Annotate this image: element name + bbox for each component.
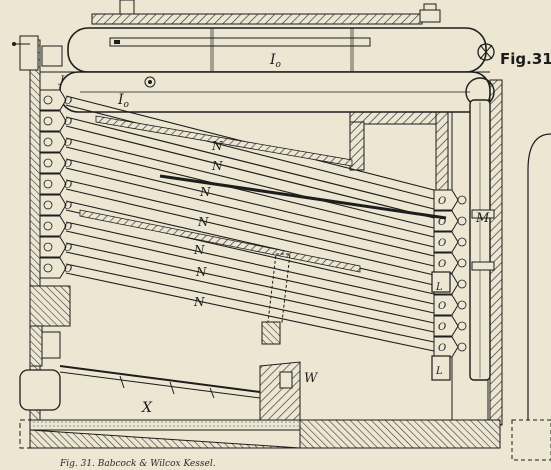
label-front-header: O bbox=[64, 159, 72, 170]
furnace bbox=[19, 253, 501, 449]
label-grate: X bbox=[141, 400, 153, 416]
label-rear-header-box: O bbox=[438, 343, 446, 354]
label-rear-header-box: O bbox=[438, 238, 446, 249]
front-header: O bbox=[39, 215, 72, 237]
front-header: O bbox=[39, 110, 72, 132]
rear-header: O bbox=[433, 294, 467, 316]
label-rear-header-box: O bbox=[438, 322, 446, 333]
label-front-header: O bbox=[64, 243, 72, 254]
label-tube-6: N bbox=[195, 265, 207, 279]
label-tube-3: N bbox=[199, 185, 211, 199]
rear-header: O bbox=[433, 189, 467, 211]
front-header: O bbox=[39, 131, 72, 153]
lower-drum bbox=[59, 43, 495, 113]
mud-box bbox=[431, 271, 451, 381]
label-front-box: J bbox=[58, 75, 65, 86]
label-front-header: O bbox=[64, 180, 72, 191]
front-header: O bbox=[39, 152, 72, 174]
tube bbox=[65, 221, 435, 314]
label-tube-2: N bbox=[211, 159, 223, 173]
rear-header: O bbox=[433, 252, 467, 274]
adjacent-section bbox=[511, 133, 551, 461]
label-bridge-wall: W bbox=[304, 371, 319, 386]
figure-number: Fig.31. bbox=[500, 50, 551, 68]
label-front-header: O bbox=[64, 264, 72, 275]
rear-header: O bbox=[433, 231, 467, 253]
label-rear-header-box: O bbox=[438, 259, 446, 270]
figure-caption: Fig. 31. Babcock & Wilcox Kessel. bbox=[59, 459, 216, 469]
label-tube-7: N bbox=[193, 295, 205, 309]
front-header: O bbox=[39, 236, 72, 258]
label-front-header: O bbox=[64, 117, 72, 128]
label-front-header: O bbox=[64, 222, 72, 233]
label-tube-4: N bbox=[197, 215, 209, 229]
label-mud-box-upper: L bbox=[435, 282, 443, 293]
tube bbox=[65, 116, 435, 219]
label-tube-1: N bbox=[211, 139, 223, 153]
label-rear-header-box: O bbox=[438, 301, 446, 312]
rear-header: O bbox=[433, 315, 467, 337]
tube bbox=[65, 137, 435, 238]
front-header: O bbox=[39, 89, 72, 111]
top-beams bbox=[91, 0, 441, 25]
label-mud-box-lower: L bbox=[435, 366, 443, 377]
tube bbox=[65, 179, 435, 276]
tube bbox=[65, 158, 435, 257]
front-header: O bbox=[39, 257, 72, 279]
label-tube-5: N bbox=[193, 243, 205, 257]
front-header: O bbox=[39, 173, 72, 195]
label-rear-header: M bbox=[475, 211, 490, 226]
tube bbox=[65, 263, 435, 352]
front-header: O bbox=[39, 194, 72, 216]
front-fittings bbox=[12, 35, 63, 71]
label-upper-drum: Io bbox=[269, 52, 282, 70]
label-lower-drum: Io bbox=[117, 92, 130, 110]
label-rear-header-box: O bbox=[438, 217, 446, 228]
label-front-header: O bbox=[64, 138, 72, 149]
tube bbox=[65, 242, 435, 333]
rear-downcomer bbox=[469, 99, 495, 381]
label-rear-header-box: O bbox=[438, 196, 446, 207]
label-front-header: O bbox=[64, 96, 72, 107]
rear-header: O bbox=[433, 336, 467, 358]
label-front-header: O bbox=[64, 201, 72, 212]
labels: Fig.31. Io Io N N N N N N N M X W L L J … bbox=[58, 50, 551, 469]
